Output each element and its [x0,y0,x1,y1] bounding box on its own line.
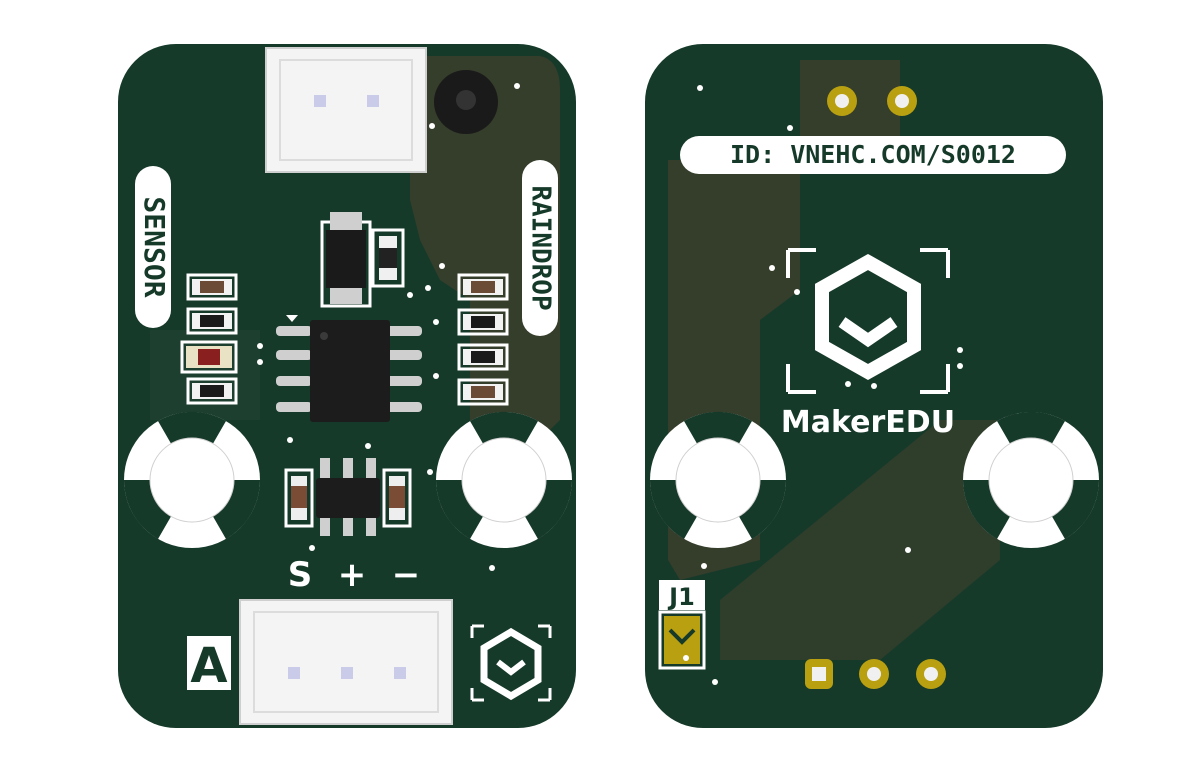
front-board: SENSOR RAINDROP [118,44,576,728]
bottom-pads [805,659,946,689]
pin-label-plus: + [338,555,367,595]
pin-label-s: S [288,555,313,595]
sot-component [320,212,372,308]
mount-hole-back-right [962,411,1100,549]
mount-hole-left [123,411,261,549]
back-board: ID: VNEHC.COM/S0012 MakerEDU J1 [645,44,1103,728]
front-vias [257,83,520,571]
small-logo-icon [470,624,552,702]
variant-badge: A [187,636,231,694]
makeredu-logo-icon [786,248,950,394]
label-raindrop-pill: RAINDROP [522,160,558,336]
sot-bottom [284,458,412,536]
jumper-label: J1 [667,583,695,611]
resistor-top [371,228,405,288]
left-passives [180,273,238,405]
soic-ic [276,315,422,422]
label-sensor: SENSOR [138,196,171,297]
label-raindrop: RAINDROP [526,185,556,310]
mount-hole-right [435,411,573,549]
brand-text: MakerEDU [781,405,955,440]
bottom-connector [239,599,453,725]
mount-hole-back-left [649,411,787,549]
pin-label-minus: − [392,555,421,595]
back-vias [683,85,963,685]
top-connector [265,47,427,173]
id-pill: ID: VNEHC.COM/S0012 [680,136,1066,174]
jumper-j1: J1 [658,580,706,670]
id-text: ID: VNEHC.COM/S0012 [730,140,1016,169]
variant-label: A [190,638,227,694]
right-passives [457,273,509,406]
label-sensor-pill: SENSOR [135,166,171,328]
top-pads [827,86,917,116]
